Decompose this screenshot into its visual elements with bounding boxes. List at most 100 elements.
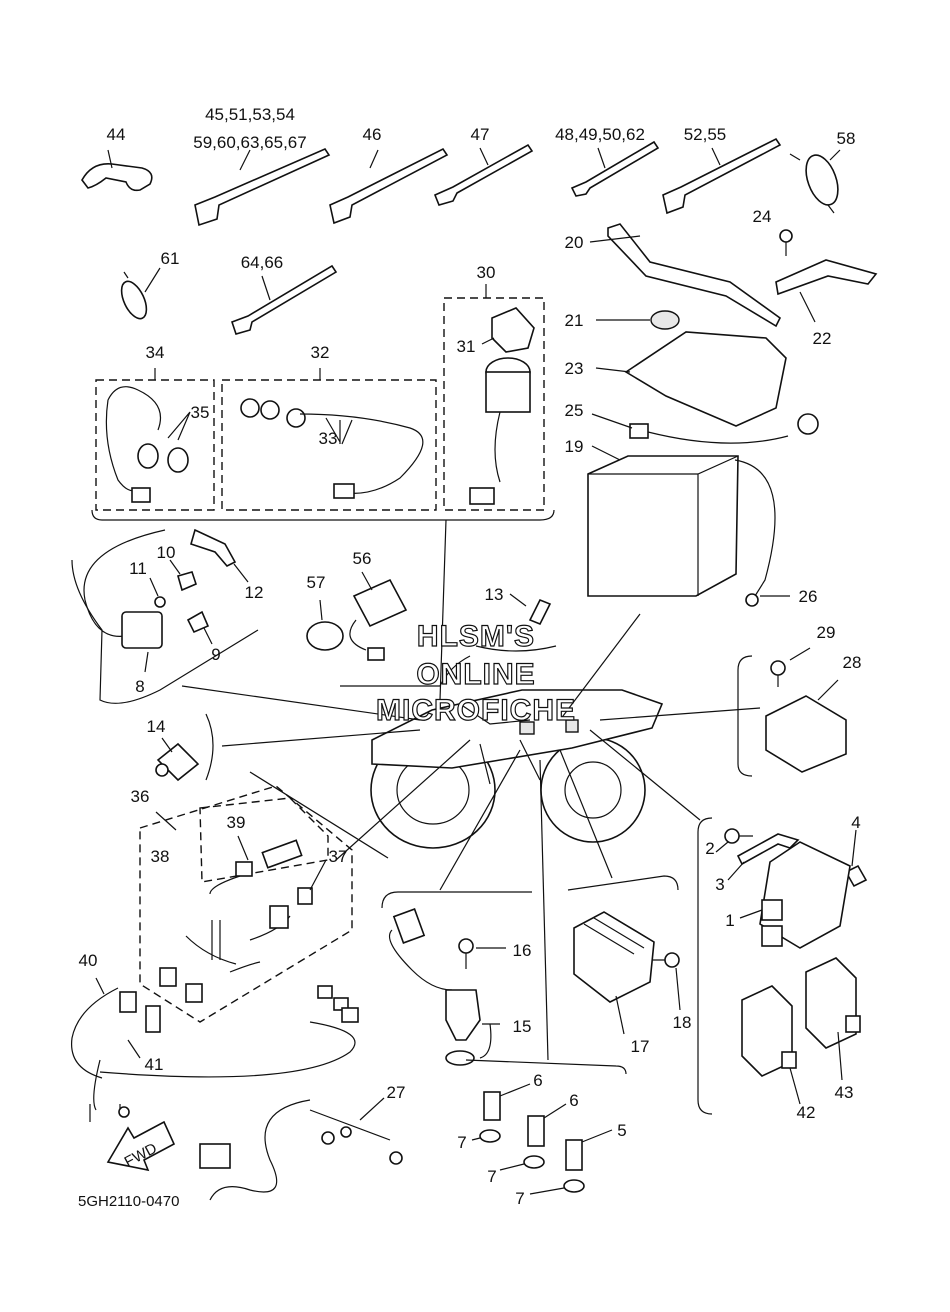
label-35: 35 bbox=[191, 403, 210, 422]
part-18-bolt[interactable] bbox=[653, 952, 681, 1011]
part-7-washer-b[interactable] bbox=[499, 1155, 545, 1171]
part-7-washer-c[interactable] bbox=[529, 1179, 585, 1195]
label-9: 9 bbox=[211, 645, 220, 664]
part-42-connector[interactable] bbox=[741, 985, 801, 1105]
label-8: 8 bbox=[135, 677, 144, 696]
part-22-bracket[interactable] bbox=[775, 259, 878, 323]
label-16: 16 bbox=[513, 941, 532, 960]
label-13: 13 bbox=[485, 585, 504, 604]
part-1-cdi-unit[interactable] bbox=[739, 841, 851, 949]
part-labels: 44 45,51,53,54 59,60,63,65,67 46 47 48,4… bbox=[79, 105, 862, 1208]
label-29: 29 bbox=[817, 623, 836, 642]
part-8-relay[interactable] bbox=[83, 529, 166, 673]
label-32: 32 bbox=[311, 343, 330, 362]
label-17: 17 bbox=[631, 1037, 650, 1056]
part-39-fuse[interactable] bbox=[209, 835, 303, 895]
part-5-switch[interactable] bbox=[565, 1129, 613, 1171]
label-31: 31 bbox=[457, 337, 476, 356]
part-24-bolt[interactable] bbox=[779, 229, 793, 256]
group-bracket-17 bbox=[567, 875, 679, 891]
part-12-tube[interactable] bbox=[190, 528, 249, 583]
part-28-starter-relay[interactable] bbox=[765, 679, 847, 773]
part-19-battery[interactable] bbox=[587, 445, 776, 607]
label-28: 28 bbox=[843, 653, 862, 672]
part-44-clamp[interactable] bbox=[81, 149, 153, 192]
part-27-wire-harness[interactable] bbox=[199, 1097, 403, 1201]
part-7-washer-a[interactable] bbox=[471, 1129, 501, 1143]
part-6-switch-b[interactable] bbox=[527, 1103, 567, 1147]
group-bracket-left bbox=[71, 559, 259, 704]
part-15-sensor[interactable] bbox=[388, 908, 501, 1066]
part-47-cable-tie[interactable] bbox=[433, 143, 534, 206]
group-bracket-top bbox=[91, 509, 555, 521]
part-13-sensor[interactable] bbox=[475, 593, 557, 652]
part-29-bolt[interactable] bbox=[770, 647, 811, 687]
label-36: 36 bbox=[131, 787, 150, 806]
label-23: 23 bbox=[565, 359, 584, 378]
part-20-battery-holder[interactable] bbox=[589, 223, 782, 328]
part-35-wire-lead[interactable] bbox=[105, 386, 191, 503]
part-58-clip[interactable] bbox=[789, 149, 844, 214]
part-30-main-switch[interactable] bbox=[469, 357, 531, 505]
label-38: 38 bbox=[151, 847, 170, 866]
label-21: 21 bbox=[565, 311, 584, 330]
label-48-49-50-62: 48,49,50,62 bbox=[555, 125, 645, 144]
part-21-cap[interactable] bbox=[596, 310, 680, 330]
watermark-line2: ONLINE bbox=[416, 658, 535, 691]
label-57: 57 bbox=[307, 573, 326, 592]
label-5: 5 bbox=[617, 1121, 626, 1140]
part-31-key-cap[interactable] bbox=[481, 307, 535, 353]
label-2: 2 bbox=[705, 839, 714, 858]
part-23-battery-cover[interactable] bbox=[595, 331, 787, 427]
part-43-connector[interactable] bbox=[805, 957, 861, 1081]
part-33-wire-harness[interactable] bbox=[240, 398, 424, 499]
vehicle-leader-lines bbox=[181, 519, 761, 1061]
label-44: 44 bbox=[107, 125, 126, 144]
part-16-bolt[interactable] bbox=[458, 938, 506, 969]
label-15: 15 bbox=[513, 1017, 532, 1036]
part-46-cable-tie[interactable] bbox=[329, 147, 449, 225]
part-6-switch-a[interactable] bbox=[483, 1083, 531, 1121]
part-57-nut[interactable] bbox=[306, 599, 344, 651]
label-27: 27 bbox=[387, 1083, 406, 1102]
fwd-arrow-icon: FWD bbox=[106, 1120, 176, 1172]
part-64-cable-tie[interactable] bbox=[230, 264, 338, 335]
leader-41 bbox=[127, 1039, 141, 1059]
part-36-wire-harness[interactable] bbox=[159, 905, 291, 1003]
part-34-group-box bbox=[95, 379, 215, 511]
label-45-51-53-54: 45,51,53,54 bbox=[205, 105, 295, 124]
label-58: 58 bbox=[837, 129, 856, 148]
part-10-bolt[interactable] bbox=[169, 559, 197, 592]
label-59-60-63-65-67: 59,60,63,65,67 bbox=[193, 133, 306, 152]
group-bracket-28 bbox=[737, 655, 753, 777]
label-11: 11 bbox=[129, 559, 147, 578]
part-52-cable-tie[interactable] bbox=[662, 137, 782, 215]
part-2-bolt[interactable] bbox=[715, 828, 753, 853]
label-43: 43 bbox=[835, 1083, 854, 1102]
part-37-connector[interactable] bbox=[297, 859, 327, 905]
label-25: 25 bbox=[565, 401, 584, 420]
part-17-rectifier[interactable] bbox=[573, 911, 655, 1035]
part-61-clip[interactable] bbox=[116, 267, 161, 322]
part-11-washer[interactable] bbox=[149, 577, 166, 608]
part-14-switch[interactable] bbox=[155, 713, 214, 782]
part-48-cable-tie[interactable] bbox=[570, 140, 660, 197]
label-18: 18 bbox=[673, 1013, 692, 1032]
label-30: 30 bbox=[477, 263, 496, 282]
diagram-code: 5GH2110-0470 bbox=[78, 1193, 179, 1210]
part-45-cable-tie[interactable] bbox=[194, 147, 331, 227]
label-6b: 6 bbox=[569, 1091, 578, 1110]
part-25-battery-band[interactable] bbox=[591, 413, 819, 444]
part-4-grommet[interactable] bbox=[844, 829, 868, 888]
part-9-bolt[interactable] bbox=[186, 610, 213, 645]
watermark-line3: MICROFICHE bbox=[376, 694, 576, 727]
label-26: 26 bbox=[799, 587, 818, 606]
part-40-wire-harness[interactable] bbox=[70, 977, 359, 1122]
label-7a: 7 bbox=[457, 1133, 466, 1152]
label-4: 4 bbox=[851, 813, 860, 832]
group-bracket-5-7 bbox=[465, 1059, 627, 1075]
label-61: 61 bbox=[161, 249, 180, 268]
label-3: 3 bbox=[715, 875, 724, 894]
part-56-socket[interactable] bbox=[349, 571, 408, 661]
